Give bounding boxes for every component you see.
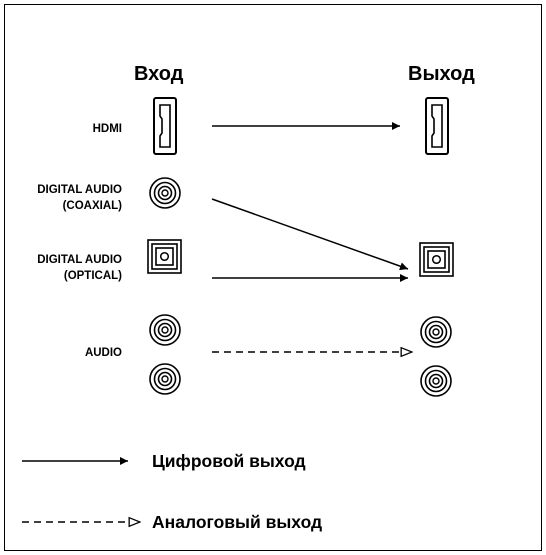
audio-output-jack-top-icon xyxy=(420,316,452,348)
label-hdmi: HDMI xyxy=(92,123,122,135)
coaxial-arrow xyxy=(211,198,409,271)
audio-input-jack-bottom-icon xyxy=(149,363,181,395)
label-coaxial-line1: DIGITAL AUDIO xyxy=(37,184,122,196)
label-coaxial-line2: (COAXIAL) xyxy=(62,200,122,212)
label-optical-line1: DIGITAL AUDIO xyxy=(37,254,122,266)
diagram-frame xyxy=(4,4,542,551)
hdmi-input-port-icon xyxy=(153,97,177,155)
legend-digital-label: Цифровой выход xyxy=(152,451,306,471)
hdmi-output-port-icon xyxy=(425,97,449,155)
optical-output-port-icon xyxy=(419,242,454,277)
optical-input-port-icon xyxy=(147,239,182,274)
input-header: Вход xyxy=(134,63,184,85)
audio-output-jack-bottom-icon xyxy=(420,365,452,397)
audio-input-jack-top-icon xyxy=(149,314,181,346)
legend-analog-label: Аналоговый выход xyxy=(152,512,323,532)
coaxial-input-jack-icon xyxy=(149,177,181,209)
label-optical-line2: (OPTICAL) xyxy=(63,270,122,282)
output-header: Выход xyxy=(408,63,475,85)
label-audio: AUDIO xyxy=(84,347,122,359)
